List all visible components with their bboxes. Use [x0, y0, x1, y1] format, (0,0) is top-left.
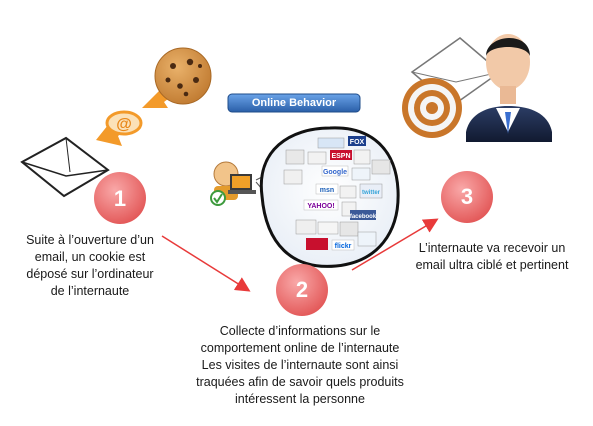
arrow-1-to-2: [161, 235, 251, 292]
step-1-line: Suite à l’ouverture d’un: [26, 233, 154, 247]
logo-facebook: facebook: [350, 214, 377, 220]
step-2-line: traquées afin de savoir quels produits: [196, 375, 404, 389]
step-2-line: intéressent la personne: [235, 392, 365, 406]
step-1-line: déposé sur l’ordinateur: [26, 267, 154, 281]
step-2-circle: [276, 264, 328, 316]
step-1-line: email, un cookie est: [34, 250, 146, 264]
step-2-line: Collecte d’informations sur le: [219, 324, 381, 338]
target-envelope-icon: [402, 37, 502, 138]
step-2-line: comportement online de l’internaute: [200, 341, 400, 355]
laptop-user-icon: [210, 161, 256, 206]
logo-yahoo: YAHOO!: [307, 203, 334, 210]
step-3-circle: [441, 171, 493, 223]
site-logos: FOX ESPN Google msn YAHOO! facebook twit…: [307, 139, 380, 250]
step-1-number: 1: [113, 186, 127, 211]
logo-espn: ESPN: [331, 153, 350, 160]
step-1-description: Suite à l’ouverture d’un email, un cooki…: [10, 232, 170, 300]
arrow-2-to-3: [351, 218, 439, 271]
online-behavior-badge: [227, 93, 361, 113]
cookie-icon: [154, 47, 212, 105]
step-3-number: 3: [460, 184, 474, 209]
logo-flickr: flickr: [335, 243, 352, 250]
step-1-line: de l’internaute: [50, 284, 130, 298]
step-2-description: Collecte d’informations sur le comportem…: [160, 323, 440, 408]
step-2-number: 2: [295, 277, 309, 302]
orange-arrow-down-icon: [142, 90, 172, 108]
logo-fox: FOX: [350, 139, 365, 146]
step-1-circle: [94, 172, 146, 224]
businessman-icon: [466, 34, 552, 142]
logo-twitter: twitter: [362, 190, 381, 196]
sites-cloud: [259, 126, 400, 268]
step-3-line: email ultra ciblé et pertinent: [415, 258, 569, 272]
at-sign-icon: @: [105, 110, 143, 136]
step-3-line: L’internaute va recevoir un: [418, 241, 566, 255]
envelope-icon: [20, 136, 110, 198]
step-3-description: L’internaute va recevoir un email ultra …: [404, 240, 580, 274]
logo-msn: msn: [320, 187, 334, 194]
step-2-line: Les visites de l’internaute sont ainsi: [201, 358, 399, 372]
online-behavior-label: Online Behavior: [251, 97, 337, 109]
svg-text:@: @: [116, 116, 132, 133]
logo-google: Google: [323, 169, 347, 176]
